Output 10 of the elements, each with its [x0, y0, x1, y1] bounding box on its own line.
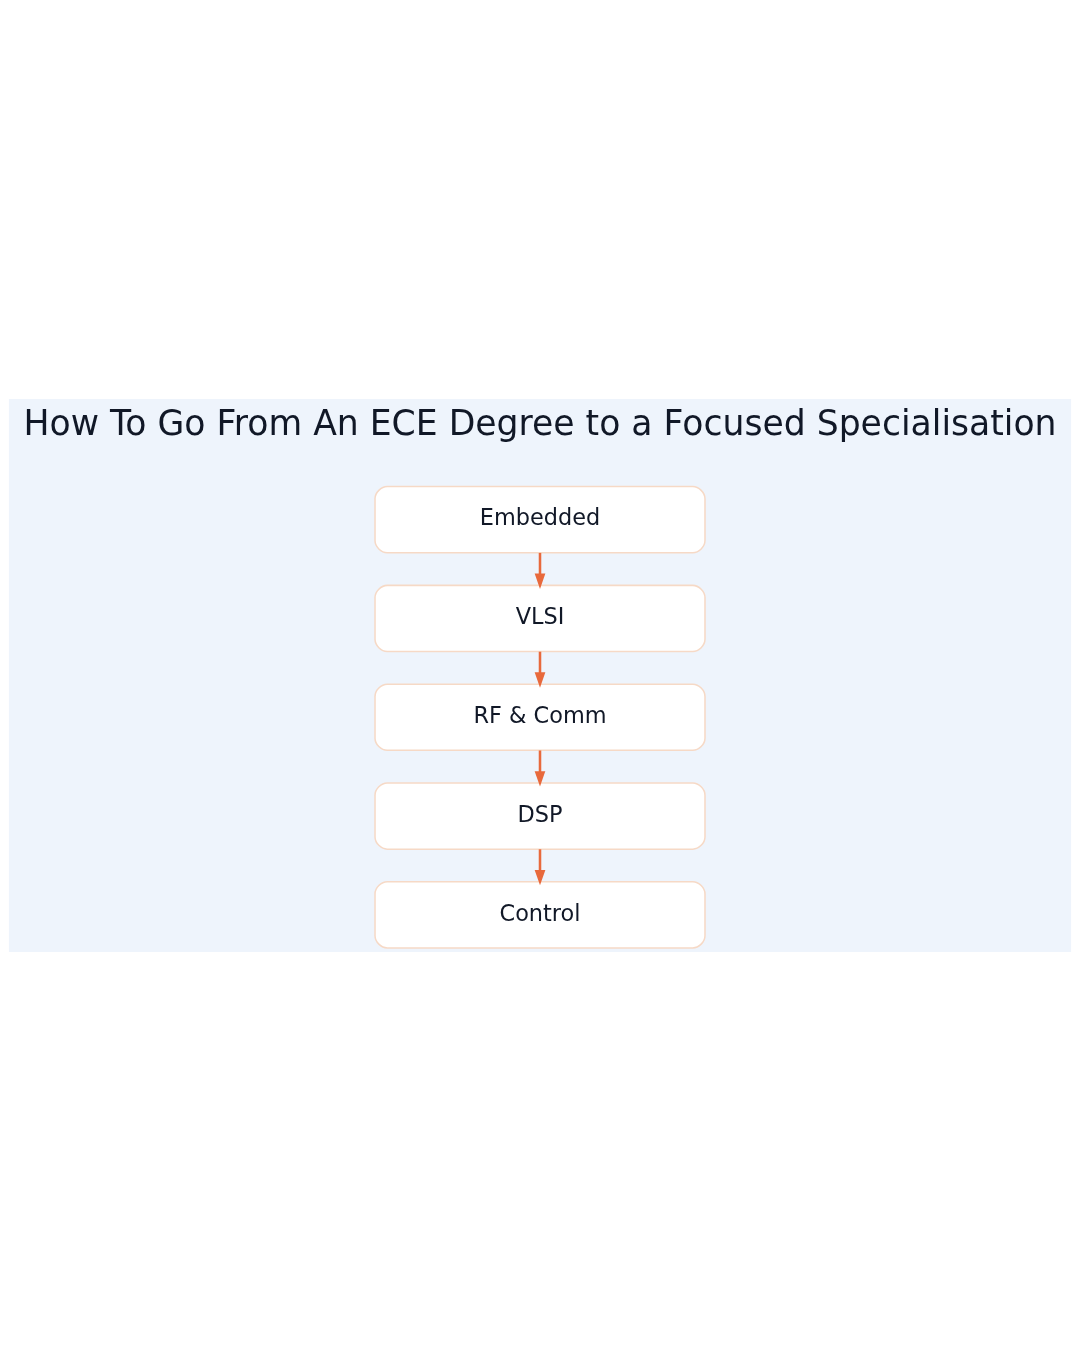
arrow: [534, 552, 546, 589]
node-box: Embedded: [374, 485, 706, 554]
node-box: Control: [374, 880, 706, 949]
node-box: DSP: [374, 781, 706, 850]
node-box: RF & Comm: [374, 682, 706, 751]
arrow: [534, 651, 546, 688]
arrow: [534, 750, 546, 786]
diagram-title: How To Go From An ECE Degree to a Focused Specialisation: [23, 402, 1057, 443]
arrow: [534, 848, 546, 885]
node-box: VLSI: [374, 584, 706, 652]
